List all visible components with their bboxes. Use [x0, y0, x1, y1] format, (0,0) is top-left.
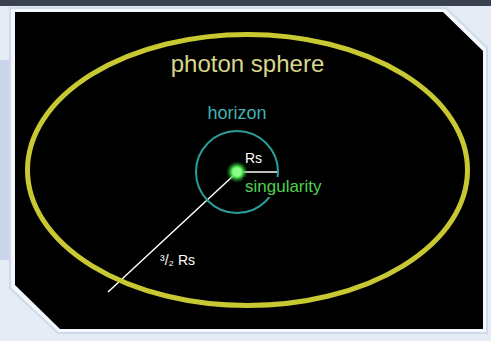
- radius-line: [108, 176, 233, 292]
- space-background: [15, 12, 483, 329]
- radius-label: Rs: [245, 150, 262, 166]
- horizon-ring: [196, 131, 278, 213]
- photo-strip: [0, 0, 491, 6]
- horizon-circle: horizonRs: [195, 130, 279, 214]
- panel-frame: [10, 8, 487, 333]
- photon-sphere-ellipse: photon spherehorizonRs: [25, 32, 470, 308]
- region-title: photon sphere: [171, 50, 324, 78]
- singularity-dot: [233, 168, 241, 176]
- point-label: singularity: [243, 177, 324, 197]
- photon-sphere-ring: [28, 35, 468, 306]
- region-title: horizon: [207, 103, 266, 124]
- radius-label: ³/₂ Rs: [158, 252, 197, 268]
- radius-line: [243, 171, 279, 173]
- horizon-circle-outline: [195, 130, 279, 214]
